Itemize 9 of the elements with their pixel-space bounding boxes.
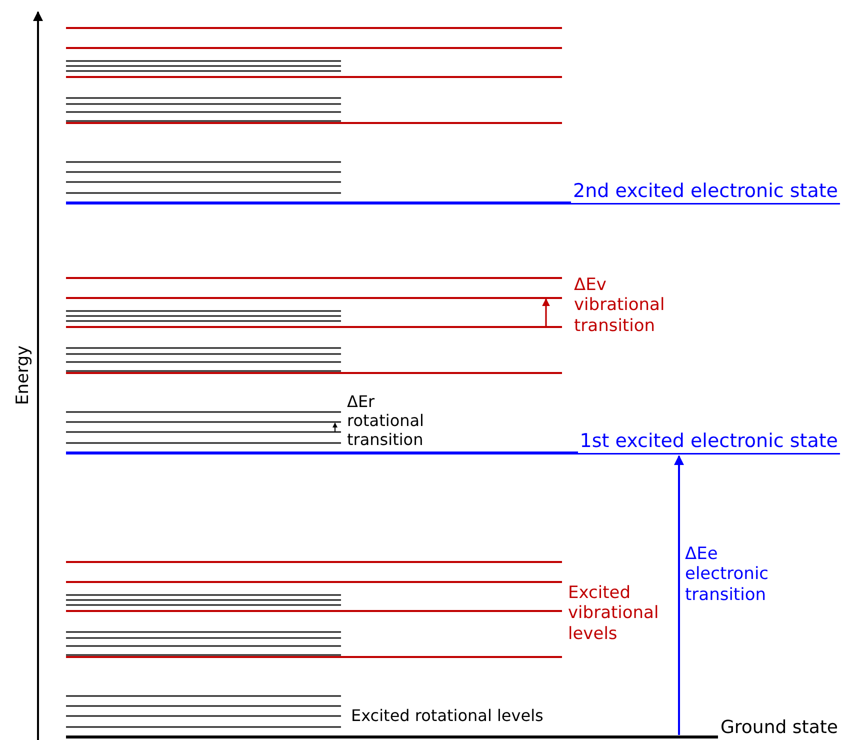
transition-label: ΔEr rotational transition [347,392,425,450]
level-label: Excited rotational levels [351,706,544,726]
transition-label: ΔEv vibrational transition [574,275,666,336]
state-label: 1st excited electronic state [578,430,840,453]
transition-label: ΔEe electronic transition [685,544,770,606]
state-label: Ground state [718,717,840,739]
level-label: Excited vibrational levels [568,583,660,644]
axis-label: Energy [12,344,34,407]
state-label: 2nd excited electronic state [571,180,840,203]
